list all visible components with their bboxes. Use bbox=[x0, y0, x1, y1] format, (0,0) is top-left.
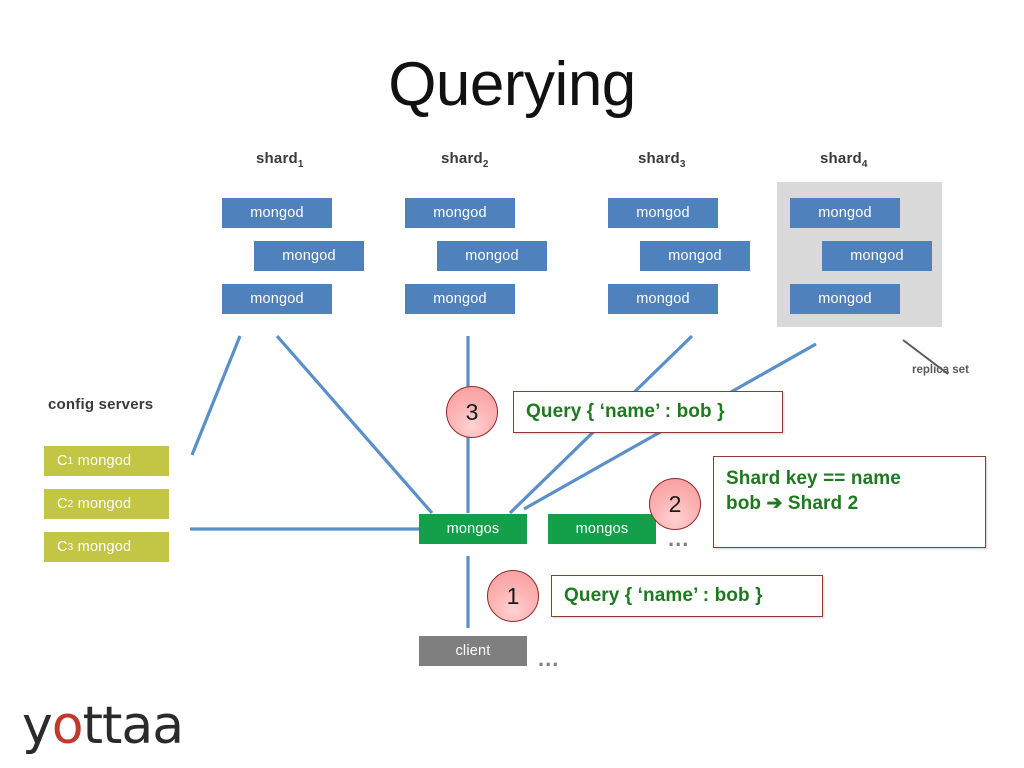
client-ellipsis: ... bbox=[538, 646, 560, 671]
shard-label-subscript: 1 bbox=[297, 159, 304, 170]
config-server-label: mongod bbox=[77, 539, 132, 555]
page-title: Querying bbox=[388, 50, 636, 119]
shard-label-subscript: 4 bbox=[861, 159, 868, 170]
callout-step-3: Query { ‘name’ : bob } bbox=[513, 391, 783, 433]
config-servers-group-label: config servers bbox=[48, 396, 154, 413]
callout-step-2: Shard key == name bob ➔ Shard 2 bbox=[713, 456, 986, 548]
config-server-subscript: 2 bbox=[67, 498, 74, 510]
step-circle-3[interactable]: 3 bbox=[446, 386, 498, 438]
config-server-subscript: 3 bbox=[67, 541, 74, 553]
mongos-ellipsis: ... bbox=[668, 526, 690, 551]
config-server-label: mongod bbox=[77, 496, 132, 512]
mongod-node-shard4-3[interactable]: mongod bbox=[790, 284, 900, 314]
shard-label-text: shard bbox=[256, 150, 298, 167]
shard-label-text: shard bbox=[638, 150, 680, 167]
step-circle-1[interactable]: 1 bbox=[487, 570, 539, 622]
config-server-label: mongod bbox=[77, 453, 132, 469]
mongod-node-shard2-1[interactable]: mongod bbox=[405, 198, 515, 228]
mongod-node-shard1-3[interactable]: mongod bbox=[222, 284, 332, 314]
shard-label-subscript: 3 bbox=[679, 159, 686, 170]
mongos-node-2[interactable]: mongos bbox=[548, 514, 656, 544]
line-shard1-left bbox=[190, 335, 242, 456]
mongod-node-shard4-2[interactable]: mongod bbox=[822, 241, 932, 271]
callout-step-2-line-2: bob ➔ Shard 2 bbox=[726, 493, 859, 515]
mongod-node-shard1-1[interactable]: mongod bbox=[222, 198, 332, 228]
callout-step-2-line-1: Shard key == name bbox=[726, 468, 901, 489]
shard-label-subscript: 2 bbox=[482, 159, 489, 170]
mongod-node-shard3-1[interactable]: mongod bbox=[608, 198, 718, 228]
replica-set-label: replica set bbox=[912, 364, 969, 376]
shard-label-2: shard2 bbox=[441, 150, 489, 170]
mongod-node-shard4-1[interactable]: mongod bbox=[790, 198, 900, 228]
mongod-node-shard2-3[interactable]: mongod bbox=[405, 284, 515, 314]
shard-label-text: shard bbox=[441, 150, 483, 167]
shard-label-text: shard bbox=[820, 150, 862, 167]
config-server-prefix: C bbox=[57, 539, 68, 555]
client-node[interactable]: client bbox=[419, 636, 527, 666]
logo-accent-letter: o bbox=[51, 696, 84, 756]
line-shard1-to-mongos bbox=[275, 334, 434, 515]
mongod-node-shard1-2[interactable]: mongod bbox=[254, 241, 364, 271]
mongod-node-shard3-2[interactable]: mongod bbox=[640, 241, 750, 271]
mongod-node-shard3-3[interactable]: mongod bbox=[608, 284, 718, 314]
logo-part-2: ttaa bbox=[82, 696, 185, 756]
mongod-node-shard2-2[interactable]: mongod bbox=[437, 241, 547, 271]
step-circle-2[interactable]: 2 bbox=[649, 478, 701, 530]
shard-label-1: shard1 bbox=[256, 150, 304, 170]
callout-step-1: Query { ‘name’ : bob } bbox=[551, 575, 823, 617]
mongos-node-1[interactable]: mongos bbox=[419, 514, 527, 544]
config-server-prefix: C bbox=[57, 496, 68, 512]
config-server-subscript: 1 bbox=[67, 455, 74, 467]
config-server-prefix: C bbox=[57, 453, 68, 469]
yottaa-logo: yottaa bbox=[22, 700, 184, 752]
logo-part-1: y bbox=[22, 696, 53, 756]
shard-label-3: shard3 bbox=[638, 150, 686, 170]
shard-label-4: shard4 bbox=[820, 150, 868, 170]
